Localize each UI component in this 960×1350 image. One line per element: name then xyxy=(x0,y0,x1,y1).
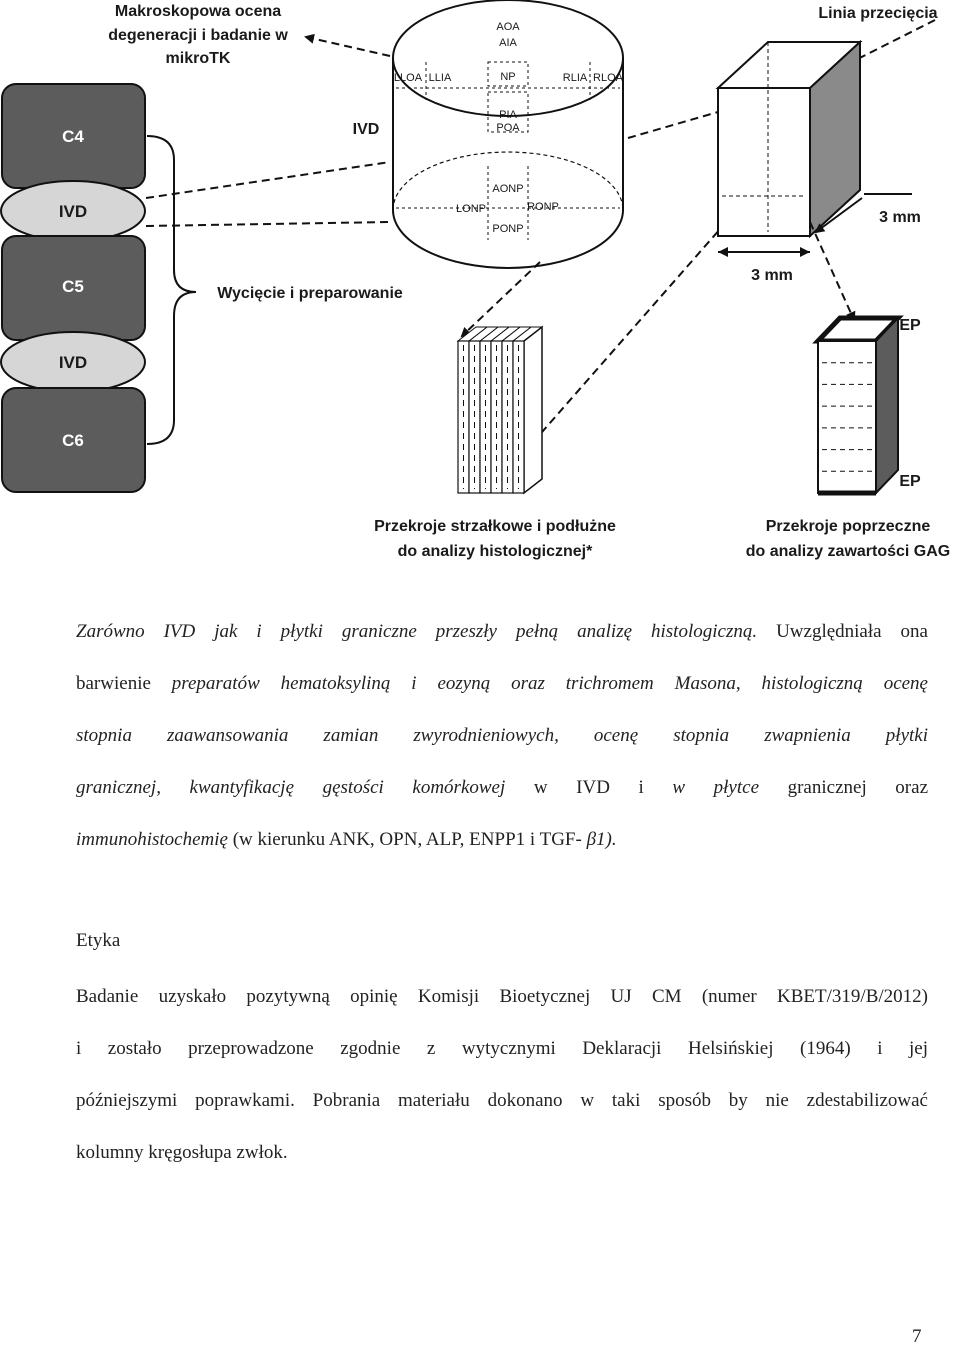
zone-lonp: LONP xyxy=(456,203,486,215)
p1-l1-rest: Uwzględniała ona xyxy=(757,621,928,642)
spine-column: C4 IVD C5 IVD C6 xyxy=(0,83,146,493)
arrow-to-sagittal-2 xyxy=(519,211,736,458)
paragraph-1-line-1: Zarówno IVD jak i płytki graniczne przes… xyxy=(76,606,928,658)
p1-l5-italic: immunohistochemię xyxy=(76,829,228,850)
zone-rloa: RLOA xyxy=(593,72,624,84)
arrow-to-cross-sections xyxy=(809,221,856,322)
p1-l4-mid: w IVD i xyxy=(505,777,673,798)
zone-np: NP xyxy=(500,71,515,83)
paragraph-2-line-1: Badanie uzyskało pozytywną opinię Komisj… xyxy=(76,986,928,1007)
p1-l5-italic-2: β1). xyxy=(586,829,617,850)
zone-ronp: RONP xyxy=(527,201,559,213)
p1-l4-end: granicznej oraz xyxy=(759,777,929,798)
page-number: 7 xyxy=(912,1326,922,1347)
p1-l4-italic: granicznej, kwantyfikację gęstości komór… xyxy=(76,777,506,798)
sagittal-slices-stack xyxy=(456,325,544,495)
paragraph-1-line-4: granicznej, kwantyfikację gęstości komór… xyxy=(76,762,928,814)
zone-aia: AIA xyxy=(499,37,517,49)
p1-l1-italic: Zarówno IVD jak i płytki graniczne przes… xyxy=(76,621,758,642)
caption-right-line-1: Przekroje poprzeczne xyxy=(766,518,931,535)
top-left-label-line-1: Makroskopowa ocena xyxy=(115,3,281,20)
c6-label: C6 xyxy=(62,431,84,450)
p1-l5-mid: (w kierunku ANK, OPN, ALP, ENPP1 i TGF- xyxy=(227,829,587,850)
excision-brace xyxy=(146,135,197,445)
vertebra-c6 xyxy=(1,387,146,493)
zone-aonp: AONP xyxy=(492,183,523,195)
top-left-label-line-2: degeneracji i badanie w xyxy=(108,27,288,44)
tissue-block xyxy=(715,39,863,239)
cross-section-stack xyxy=(812,315,904,496)
paragraph-methods: Zarówno IVD jak i płytki graniczne przes… xyxy=(76,606,928,866)
ivd-to-cylinder-line-bottom xyxy=(145,221,391,227)
slice-side xyxy=(523,325,543,495)
paragraph-1-line-2: barwienie preparatów hematoksyliną i eoz… xyxy=(76,658,928,710)
ivd-2-label: IVD xyxy=(59,353,87,372)
p1-l4-italic-2: w płytce xyxy=(672,777,760,798)
excision-label: Wycięcie i preparowanie xyxy=(217,285,403,302)
paragraph-2-line-2: i zostało przeprowadzone zgodnie z wytyc… xyxy=(76,1038,928,1059)
methods-figure: Makroskopowa ocena degeneracji i badanie… xyxy=(0,0,951,560)
c4-label: C4 xyxy=(62,127,84,146)
endplate-bottom-label: EP xyxy=(899,473,921,490)
zone-poa: POA xyxy=(496,122,520,134)
depth-dimension: 3 mm xyxy=(879,209,921,226)
p1-l2-start: barwienie xyxy=(76,673,151,694)
p1-l2-italic: preparatów hematoksyliną i eozyną oraz t… xyxy=(150,673,928,694)
ethics-heading: Etyka xyxy=(76,930,121,951)
zone-aoa: AOA xyxy=(496,21,520,33)
top-right-label: Linia przecięcia xyxy=(818,5,937,22)
paragraph-ethics: Badanie uzyskało pozytywną opinię Komisj… xyxy=(76,971,928,1179)
c5-label: C5 xyxy=(62,277,84,296)
arrow-to-sagittal xyxy=(460,261,541,338)
zone-rlia: RLIA xyxy=(563,72,588,84)
disc-top-face xyxy=(392,0,624,117)
endplate-top-label: EP xyxy=(899,317,921,334)
top-left-label-line-3: mikroTK xyxy=(166,50,231,67)
zone-lloa: LLOA xyxy=(394,72,423,84)
zone-ponp: PONP xyxy=(492,223,523,235)
caption-right-line-2: do analizy zawartości GAG xyxy=(746,543,951,560)
zone-llia: LLIA xyxy=(429,72,452,84)
zone-pia: PIA xyxy=(499,109,517,121)
ivd-to-cylinder-line-top xyxy=(145,161,391,199)
ivd-label: IVD xyxy=(353,121,380,138)
paragraph-2-line-4: kolumny kręgosłupa zwłok. xyxy=(76,1142,288,1163)
disc-cylinder xyxy=(392,0,624,269)
cylinder-to-block-line xyxy=(627,111,719,139)
caption-left-line-1: Przekroje strzałkowe i podłużne xyxy=(374,518,616,535)
ivd-1-label: IVD xyxy=(59,202,87,221)
width-dimension: 3 mm xyxy=(751,267,793,284)
paragraph-1-line-3: stopnia zaawansowania zamian zwyrodnieni… xyxy=(76,725,928,746)
paragraph-1-line-5: immunohistochemię (w kierunku ANK, OPN, … xyxy=(76,814,928,866)
paragraph-2-line-3: późniejszymi poprawkami. Pobrania materi… xyxy=(76,1090,928,1111)
arrow-to-microct xyxy=(304,33,391,57)
caption-left-line-2: do analizy histologicznej* xyxy=(398,543,593,560)
